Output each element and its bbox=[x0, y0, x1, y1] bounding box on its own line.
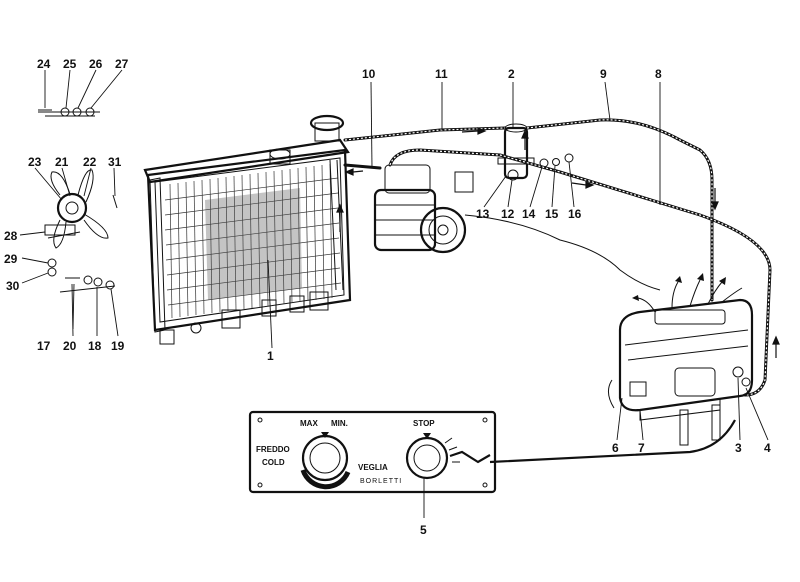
flow-arrows bbox=[336, 127, 780, 358]
receiver-drier bbox=[497, 123, 535, 181]
callout-6: 6 bbox=[612, 441, 619, 455]
callout-3: 3 bbox=[735, 441, 742, 455]
panel-brand-sub: BORLETTI bbox=[360, 478, 402, 485]
callout-18: 18 bbox=[88, 339, 102, 353]
callout-27: 27 bbox=[115, 57, 129, 71]
panel-stop-label: STOP bbox=[413, 419, 435, 428]
callout-29: 29 bbox=[4, 252, 18, 266]
callout-labels: 1 2 3 4 5 6 7 8 9 10 11 12 13 14 15 16 1… bbox=[4, 57, 771, 537]
callout-14: 14 bbox=[522, 207, 536, 221]
fan-speed-knob[interactable] bbox=[405, 436, 449, 480]
panel-max-label: MAX bbox=[300, 419, 318, 428]
evaporator-unit bbox=[608, 273, 754, 446]
callout-26: 26 bbox=[89, 57, 103, 71]
callout-31: 31 bbox=[108, 155, 122, 169]
panel-freddo-label: FREDDO bbox=[256, 445, 290, 454]
callout-4: 4 bbox=[764, 441, 771, 455]
callout-24: 24 bbox=[37, 57, 51, 71]
callout-11: 11 bbox=[435, 67, 448, 81]
control-panel bbox=[248, 410, 497, 494]
callout-8: 8 bbox=[655, 67, 662, 81]
callout-2: 2 bbox=[508, 67, 515, 81]
callout-16: 16 bbox=[568, 207, 582, 221]
callout-15: 15 bbox=[545, 207, 559, 221]
fitting-15 bbox=[552, 158, 560, 166]
panel-brand-label: VEGLIA bbox=[358, 463, 388, 472]
callout-10: 10 bbox=[362, 67, 376, 81]
leader-lines bbox=[19, 69, 769, 518]
callout-19: 19 bbox=[111, 339, 125, 353]
radiator-condenser bbox=[143, 114, 352, 345]
panel-cold-label: COLD bbox=[262, 458, 285, 467]
callout-1: 1 bbox=[267, 349, 274, 363]
callout-5: 5 bbox=[420, 523, 427, 537]
fan-assembly bbox=[38, 107, 118, 293]
fitting-16 bbox=[564, 153, 574, 163]
callout-25: 25 bbox=[63, 57, 77, 71]
radiator-core-fins bbox=[164, 163, 342, 319]
callout-20: 20 bbox=[63, 339, 77, 353]
panel-min-label: MIN. bbox=[331, 419, 348, 428]
callout-7: 7 bbox=[638, 441, 645, 455]
callout-13: 13 bbox=[476, 207, 490, 221]
callout-22: 22 bbox=[83, 155, 97, 169]
callout-17: 17 bbox=[37, 339, 51, 353]
callout-30: 30 bbox=[6, 279, 20, 293]
callout-9: 9 bbox=[600, 67, 607, 81]
radiator-bottom-brackets bbox=[159, 291, 329, 345]
callout-28: 28 bbox=[4, 229, 18, 243]
callout-23: 23 bbox=[28, 155, 42, 169]
callout-21: 21 bbox=[55, 155, 69, 169]
callout-12: 12 bbox=[501, 207, 515, 221]
compressor bbox=[373, 164, 474, 254]
refrigerant-pipes bbox=[343, 118, 772, 464]
